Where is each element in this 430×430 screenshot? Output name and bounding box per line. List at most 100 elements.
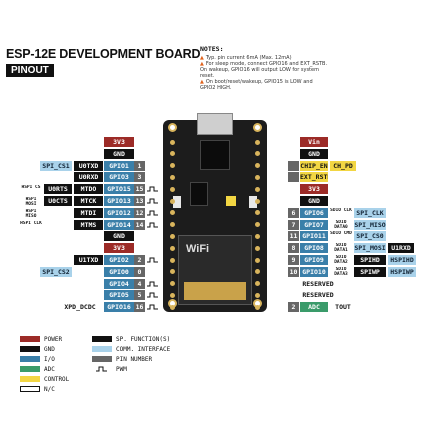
right-pin-ext_rstb: EXT_RSTB xyxy=(300,172,328,183)
left-pin-function: MTCK xyxy=(74,196,103,206)
legend-label: COMM. INTERFACE xyxy=(116,346,171,353)
right-pin-sdio: SDIO DATA1 xyxy=(334,243,348,254)
left-pin-special: U0RTS xyxy=(44,184,72,195)
right-pin-3v3: 3V3 xyxy=(300,184,328,195)
right-pin-number: 9 xyxy=(288,255,299,265)
right-pin-sdio: SDIO DATA3 xyxy=(334,266,348,277)
right-pin-number: 10 xyxy=(288,266,299,277)
pin-pad xyxy=(170,245,175,251)
legend-swatch xyxy=(20,376,40,382)
mount-hole xyxy=(168,123,177,132)
right-pin-adc: ADC xyxy=(300,302,328,313)
pin-pad xyxy=(255,210,260,216)
pin-pad xyxy=(255,269,260,275)
right-pin-number: 8 xyxy=(288,243,299,254)
right-pin-gpio9: GPIO9 xyxy=(300,255,328,265)
left-pin-gpio15: GPIO15 xyxy=(104,184,134,195)
usb-serial-chip xyxy=(200,140,230,170)
page-title: ESP-12E DEVELOPMENT BOARD xyxy=(6,47,201,61)
pin-pad xyxy=(170,186,175,192)
left-pin-gnd: GND xyxy=(104,231,134,242)
left-pin-hspi: HSPI CLK xyxy=(20,220,42,226)
legend-swatch xyxy=(92,356,112,362)
flash-button[interactable] xyxy=(173,196,181,208)
left-pin-number: 14 xyxy=(134,219,145,230)
right-pin-reserved: RESERVED xyxy=(302,291,334,300)
pwm-icon xyxy=(147,281,158,287)
right-pin-gpio7: GPIO7 xyxy=(300,219,328,230)
pin-pad xyxy=(170,198,175,204)
legend-swatch xyxy=(20,346,40,352)
pin-pad xyxy=(255,163,260,169)
left-pin-3v3: 3V3 xyxy=(104,243,134,254)
legend-swatch xyxy=(20,356,40,362)
warning-icon: ▲ xyxy=(200,61,204,67)
right-pin-number xyxy=(288,160,299,171)
left-pin-number: 4 xyxy=(134,278,145,289)
pin-pad xyxy=(255,222,260,228)
right-pin-number: 7 xyxy=(288,219,299,230)
left-pin-gpio5: GPIO5 xyxy=(104,290,134,301)
right-pin-sdio: SDIO CLK xyxy=(330,207,352,213)
pin-pad xyxy=(170,174,175,180)
left-pin-3v3: 3V3 xyxy=(104,137,134,147)
pin-pad xyxy=(255,233,260,239)
notes-title: NOTES: xyxy=(200,45,224,53)
right-pin-reserved: RESERVED xyxy=(302,279,334,288)
pwm-icon xyxy=(147,186,158,192)
legend-label: PIN NUMBER xyxy=(116,356,153,363)
legend-label: N/C xyxy=(44,386,55,393)
pin-pad xyxy=(170,257,175,263)
left-pin-gpio16: GPIO16 xyxy=(104,302,134,313)
legend-label: I/O xyxy=(44,356,55,363)
right-pin-sdio: SDIO CMD xyxy=(330,231,352,237)
warning-icon: ▲ xyxy=(200,79,204,85)
right-pin-gpio11: GPIO11 xyxy=(300,231,328,242)
reset-button[interactable] xyxy=(249,196,257,208)
left-pin-hspi: HSPI MOSI xyxy=(25,197,37,207)
right-pin-number xyxy=(288,172,299,183)
pin-pad xyxy=(255,198,260,204)
note-item: ▲Typ. pin current 6mA (Max. 12mA) xyxy=(200,55,328,61)
left-pin-function: MTDO xyxy=(74,184,103,195)
right-pin-spi: SPI_CS0 xyxy=(354,231,386,242)
note-text: For sleep mode, connect GPIO16 and EXT_R… xyxy=(200,61,328,79)
right-pin-extra: HSPIWP xyxy=(388,266,416,277)
left-pin-function: XPD_DCDC xyxy=(64,303,96,312)
pin-pad xyxy=(255,304,260,310)
right-pin-vin: Vin xyxy=(300,137,328,147)
right-pin-spi: SPIWP xyxy=(354,266,386,277)
pwm-icon xyxy=(147,222,158,228)
pwm-icon xyxy=(147,210,158,216)
left-pin-number: 16 xyxy=(134,302,145,313)
left-pin-function: U0TXD xyxy=(74,160,103,171)
left-pin-function: U1TXD xyxy=(74,255,103,265)
right-pin-spi: SPI_MISO xyxy=(354,219,386,230)
left-pin-hspi: HSPI MISO xyxy=(25,208,37,219)
usb-port xyxy=(197,113,233,135)
left-pin-number: 15 xyxy=(134,184,145,195)
pwm-icon xyxy=(147,292,158,298)
left-pin-number: 5 xyxy=(134,290,145,301)
pwm-icon xyxy=(147,257,158,263)
left-pin-function: U0RXD xyxy=(74,172,103,183)
right-pin-number: 11 xyxy=(288,231,299,242)
left-pin-gpio13: GPIO13 xyxy=(104,196,134,206)
legend-swatch xyxy=(20,366,40,372)
pwm-icon xyxy=(147,304,158,310)
pin-pad xyxy=(255,186,260,192)
legend-label: POWER xyxy=(44,336,63,343)
pin-pad xyxy=(255,292,260,298)
right-pin-gnd: GND xyxy=(300,196,328,206)
right-pin-spi: SPI_MOSI xyxy=(354,243,386,254)
left-pin-gpio4: GPIO4 xyxy=(104,278,134,289)
pin-pad xyxy=(255,257,260,263)
right-pin-sdio: SDIO DATA0 xyxy=(334,219,348,230)
right-pin-extra: CH_PD xyxy=(330,160,356,171)
mount-hole xyxy=(253,123,262,132)
note-item: ▲For sleep mode, connect GPIO16 and EXT_… xyxy=(200,61,328,79)
left-pin-gpio14: GPIO14 xyxy=(104,219,134,230)
antenna-trace xyxy=(184,282,246,300)
left-pin-gnd: GND xyxy=(104,148,134,159)
pin-pad xyxy=(170,139,175,145)
